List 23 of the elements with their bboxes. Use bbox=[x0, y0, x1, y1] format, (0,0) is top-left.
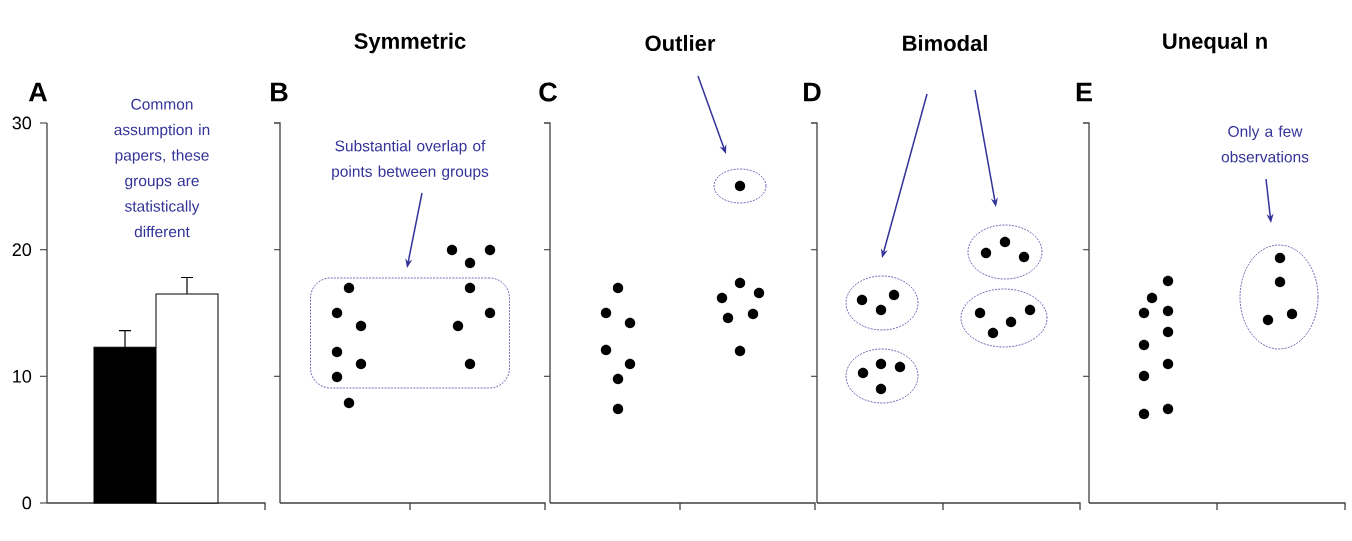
annotation-text: Only a few observations bbox=[1221, 125, 1309, 163]
dashed-ellipse bbox=[1239, 244, 1319, 350]
dashed-ellipse bbox=[713, 168, 767, 204]
dashed-ellipse bbox=[845, 275, 919, 331]
tick-label: 20 bbox=[12, 243, 32, 257]
tick-label: 10 bbox=[13, 369, 32, 383]
dashed-ellipse bbox=[845, 348, 919, 404]
panel-title: Unequal n bbox=[1163, 32, 1267, 54]
panel-letter: E bbox=[1076, 82, 1092, 102]
panel-title: Bimodal bbox=[903, 34, 987, 52]
panel-title: Symmetric bbox=[354, 32, 466, 54]
panel-letter: B bbox=[271, 82, 288, 102]
panel-letter: C bbox=[539, 82, 557, 102]
annotation-text: Substantial overlap of points between groups bbox=[332, 140, 489, 180]
dashed-ellipse bbox=[967, 224, 1043, 280]
dashed-ellipse bbox=[960, 288, 1048, 348]
panel-letter: A bbox=[28, 82, 48, 102]
panel-letter: D bbox=[804, 82, 821, 102]
tick-label: 0 bbox=[22, 496, 32, 510]
dashed-box bbox=[310, 277, 510, 389]
panel-title: Outlier bbox=[645, 34, 716, 52]
tick-label: 30 bbox=[12, 116, 32, 130]
annotation-text: Common assumption in papers, these groups are statistically different bbox=[114, 98, 210, 238]
